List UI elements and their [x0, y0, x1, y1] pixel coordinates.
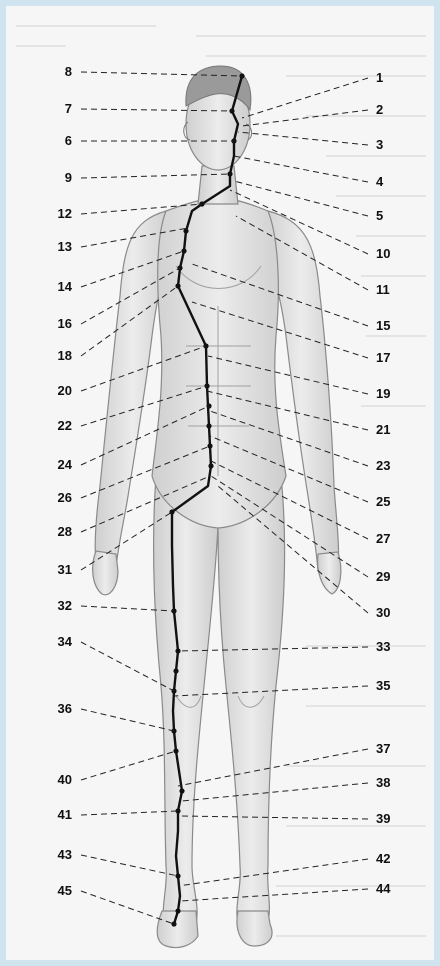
leader-line-1	[242, 78, 368, 118]
left-foot	[157, 911, 198, 948]
label-21: 21	[376, 422, 390, 437]
right-foot	[237, 911, 272, 946]
label-40: 40	[58, 772, 72, 787]
label-37: 37	[376, 741, 390, 756]
human-figure	[93, 78, 341, 948]
label-42: 42	[376, 851, 390, 866]
anatomy-diagram: 8769121314161820222426283132343640414345…	[6, 6, 434, 960]
label-44: 44	[376, 881, 391, 896]
label-30: 30	[376, 605, 390, 620]
label-2: 2	[376, 102, 383, 117]
label-10: 10	[376, 246, 390, 261]
leader-line-41	[81, 811, 178, 815]
label-17: 17	[376, 350, 390, 365]
leader-line-42	[178, 859, 368, 886]
leader-line-44	[180, 889, 368, 901]
label-32: 32	[58, 598, 72, 613]
label-18: 18	[58, 348, 72, 363]
leader-line-43	[81, 855, 178, 876]
label-34: 34	[58, 634, 73, 649]
label-27: 27	[376, 531, 390, 546]
label-3: 3	[376, 137, 383, 152]
label-39: 39	[376, 811, 390, 826]
neck	[198, 166, 238, 204]
leader-line-45	[81, 891, 174, 924]
label-38: 38	[376, 775, 390, 790]
left-hand	[93, 551, 118, 595]
label-14: 14	[58, 279, 73, 294]
label-9: 9	[65, 170, 72, 185]
right-leg	[218, 476, 285, 924]
label-28: 28	[58, 524, 72, 539]
label-24: 24	[58, 457, 73, 472]
label-20: 20	[58, 383, 72, 398]
leader-line-39	[182, 816, 368, 819]
label-31: 31	[58, 562, 72, 577]
label-19: 19	[376, 386, 390, 401]
label-5: 5	[376, 208, 383, 223]
label-6: 6	[65, 133, 72, 148]
leader-line-3	[238, 132, 368, 145]
leader-line-4	[234, 156, 368, 182]
leader-line-38	[182, 783, 368, 801]
label-22: 22	[58, 418, 72, 433]
label-23: 23	[376, 458, 390, 473]
label-43: 43	[58, 847, 72, 862]
label-8: 8	[65, 64, 72, 79]
label-1: 1	[376, 70, 383, 85]
label-36: 36	[58, 701, 72, 716]
label-33: 33	[376, 639, 390, 654]
label-26: 26	[58, 490, 72, 505]
leader-line-36	[81, 709, 174, 731]
label-7: 7	[65, 101, 72, 116]
label-12: 12	[58, 206, 72, 221]
label-35: 35	[376, 678, 390, 693]
label-11: 11	[376, 282, 390, 297]
label-4: 4	[376, 174, 384, 189]
leader-line-40	[81, 751, 176, 780]
label-16: 16	[58, 316, 72, 331]
label-45: 45	[58, 883, 72, 898]
label-15: 15	[376, 318, 390, 333]
label-13: 13	[58, 239, 72, 254]
label-41: 41	[58, 807, 72, 822]
label-25: 25	[376, 494, 390, 509]
torso	[152, 198, 286, 528]
leader-line-37	[178, 749, 368, 786]
label-29: 29	[376, 569, 390, 584]
left-leg	[154, 476, 218, 924]
